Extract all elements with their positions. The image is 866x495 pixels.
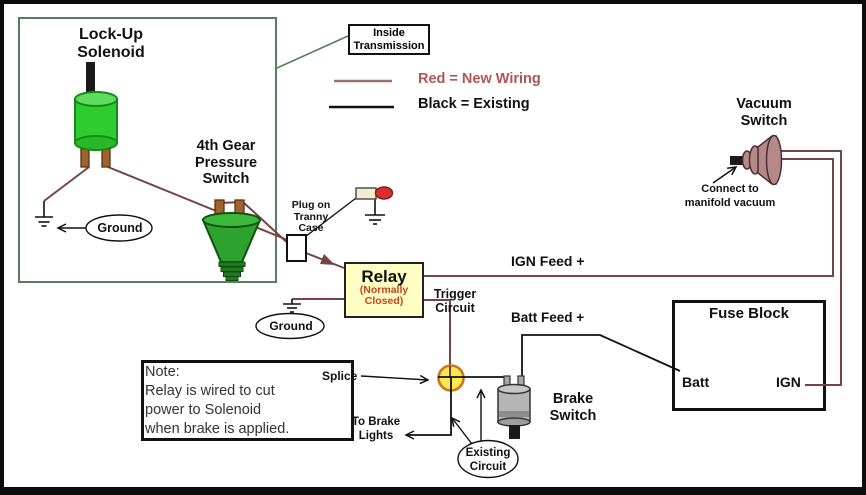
plug-tranny-label: Plug on Tranny Case: [291, 199, 331, 235]
vacuum-to-ign-wire: [774, 150, 842, 386]
ground-icon: [35, 201, 53, 227]
solenoid-ground-wire: [43, 166, 90, 202]
relay-box: Relay (Normally Closed): [344, 262, 424, 318]
legend-red-label: Red = New Wiring: [418, 71, 541, 87]
lockup-solenoid-icon: [74, 62, 118, 168]
existing-circuit-label: Existing Circuit: [465, 447, 511, 473]
brake-switch-label: Brake Switch: [549, 391, 597, 425]
tranny-case-plug-icon: [286, 234, 307, 262]
fuse-block-title: Fuse Block: [708, 305, 790, 322]
existing-circuit-oval: [457, 439, 519, 479]
plug-to-relay-arrowhead: [320, 254, 335, 265]
ground-icon: [365, 199, 385, 225]
connect-manifold-label: Connect to manifold vacuum: [684, 183, 776, 209]
lockup-solenoid-label: Lock-Up Solenoid: [77, 26, 145, 62]
ign-feed-wire: [420, 158, 834, 277]
relay-title: Relay: [361, 267, 407, 286]
to-brake-lights-wire: [404, 378, 452, 440]
inside-transmission-label: Inside Transmission: [348, 24, 430, 56]
inside-transmission-boundary-box: [18, 17, 277, 283]
ground-label: Ground: [269, 319, 313, 333]
fuse-block-box: [672, 300, 826, 411]
splice-label: Splice: [322, 369, 358, 383]
splice-pointer-arrow: [360, 374, 430, 385]
vacuum-switch-label: Vacuum Switch: [736, 96, 792, 129]
batt-feed-wire: [521, 334, 681, 376]
wiring-layer: [35, 35, 842, 479]
manifold-pointer-arrow: [712, 166, 738, 184]
plug-to-connector-wire: [304, 194, 361, 238]
ground-icon: [283, 299, 301, 313]
pressure-switch-label: 4th Gear Pressure Switch: [194, 138, 258, 188]
ign-feed-label: IGN Feed +: [511, 253, 585, 269]
trigger-circuit-label: Trigger Circuit: [433, 287, 477, 316]
inside-transmission-leader-line: [276, 35, 349, 69]
ground-label: Ground: [97, 221, 143, 235]
legend-black-label: Black = Existing: [418, 96, 530, 112]
note-text: Note: Relay is wired to cut power to Sol…: [145, 364, 290, 437]
ground-label-oval: [85, 214, 153, 242]
to-brake-lights-label: To Brake Lights: [351, 416, 401, 442]
note-box: [141, 360, 354, 441]
vacuum-switch-icon: [730, 134, 783, 186]
batt-terminal-label: Batt: [682, 374, 710, 390]
batt-feed-label: Batt Feed +: [511, 310, 585, 325]
relay-subtitle: (Normally Closed): [359, 284, 409, 308]
brake-switch-icon: [497, 375, 531, 439]
pressure-switch-icon: [201, 199, 262, 281]
bullet-connector-icon: [355, 186, 394, 200]
ign-terminal-label: IGN: [776, 374, 801, 390]
ground-label-oval: [255, 312, 325, 340]
trigger-circuit-wire: [420, 299, 451, 378]
existing-circuit-arrow-1: [450, 416, 473, 445]
solenoid-to-plug-wire: [107, 166, 291, 242]
